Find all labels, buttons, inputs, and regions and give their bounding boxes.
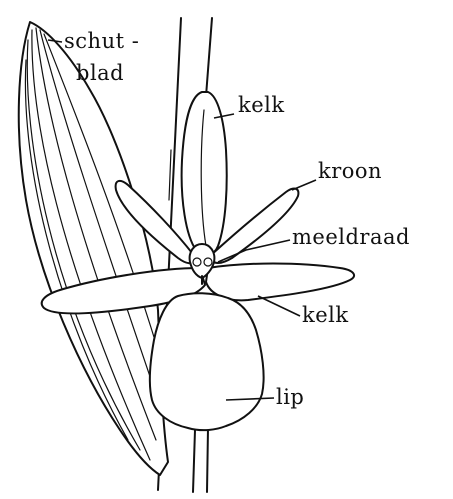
label-sepal-lower: kelk: [302, 303, 349, 327]
label-lip: lip: [276, 385, 304, 409]
bract: [19, 22, 168, 475]
lip: [150, 293, 264, 430]
label-bract-line1: schut -: [64, 29, 139, 53]
label-stamen: meeldraad: [292, 225, 410, 249]
label-petal: kroon: [318, 159, 382, 183]
label-sepal-top: kelk: [238, 93, 285, 117]
label-bract-line2: blad: [76, 61, 124, 85]
